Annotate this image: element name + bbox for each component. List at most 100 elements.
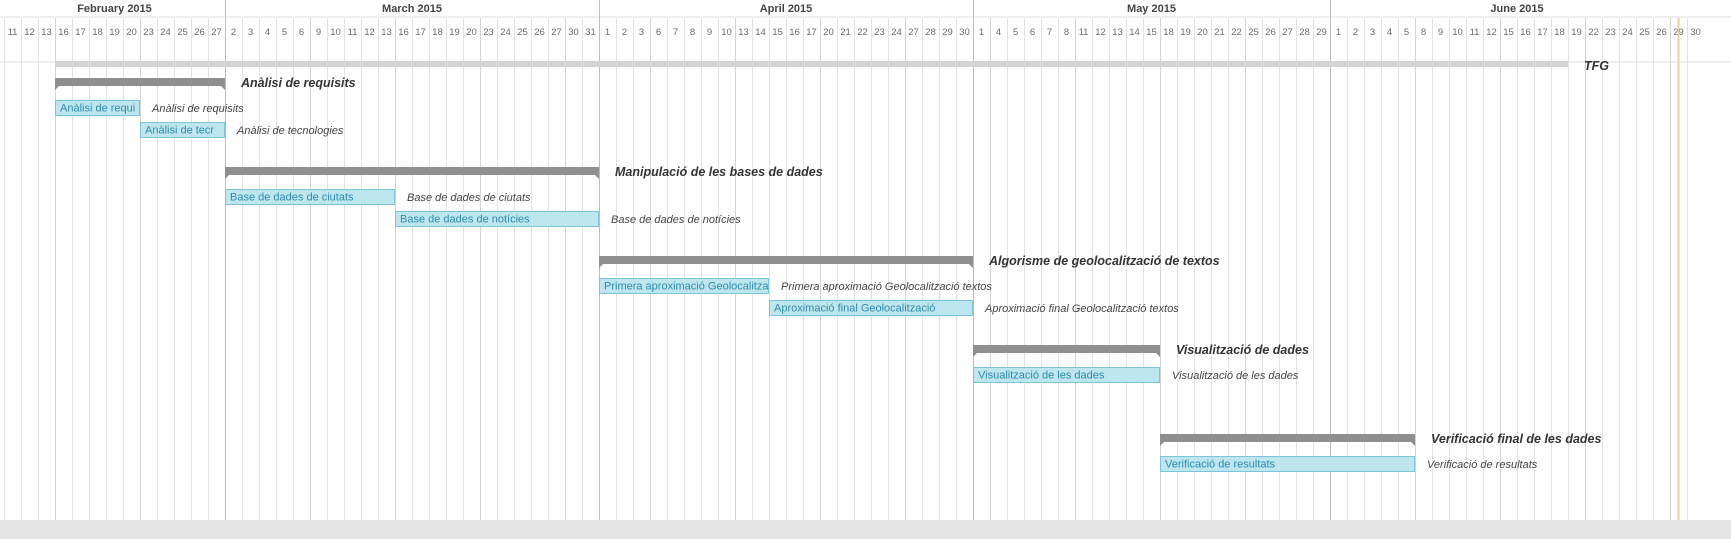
day-tick-label: 4 — [265, 27, 270, 38]
day-tick-label: 20 — [823, 27, 834, 38]
day-tick-label: 17 — [75, 27, 86, 38]
day-tick-label: 26 — [534, 27, 545, 38]
day-tick-label: 25 — [1639, 27, 1650, 38]
day-tick-label: 1 — [605, 27, 610, 38]
task-bar — [140, 122, 225, 138]
day-tick-label: 17 — [1537, 27, 1548, 38]
task-name-label: Anàlisi de tecnologies — [236, 125, 344, 137]
task-bar-label: Verificació de resultats — [1165, 459, 1276, 471]
task-bar — [225, 189, 395, 205]
day-tick-label: 23 — [1605, 27, 1616, 38]
day-tick-label: 2 — [622, 27, 627, 38]
day-tick-label: 2 — [231, 27, 236, 38]
day-tick-label: 16 — [398, 27, 409, 38]
day-tick-label: 14 — [755, 27, 766, 38]
day-tick-label: 17 — [806, 27, 817, 38]
day-tick-label: 19 — [1180, 27, 1191, 38]
day-tick-label: 24 — [891, 27, 902, 38]
day-tick-label: 4 — [996, 27, 1001, 38]
day-tick-label: 30 — [1690, 27, 1701, 38]
day-tick-label: 24 — [1622, 27, 1633, 38]
task-name-label: Base de dades de notícies — [611, 214, 741, 226]
day-tick-label: 11 — [1470, 27, 1480, 38]
task-name-label: Aproximació final Geolocalització textos — [984, 303, 1179, 315]
day-tick-label: 10 — [1452, 27, 1463, 38]
task-name-label: Verificació de resultats — [1427, 459, 1538, 471]
day-tick-label: 29 — [942, 27, 953, 38]
task-bar-label: Anàlisi de tecr — [145, 125, 214, 137]
task-bar-label: Primera aproximació Geolocalitza — [604, 281, 769, 293]
day-tick-label: 12 — [24, 27, 35, 38]
day-tick-label: 13 — [381, 27, 392, 38]
day-tick-label: 1 — [1336, 27, 1341, 38]
day-tick-label: 23 — [483, 27, 494, 38]
day-tick-label: 3 — [248, 27, 253, 38]
day-tick-label: 27 — [551, 27, 562, 38]
day-tick-label: 12 — [1095, 27, 1106, 38]
day-tick-label: 30 — [959, 27, 970, 38]
day-tick-label: 15 — [772, 27, 783, 38]
day-tick-label: 20 — [1197, 27, 1208, 38]
group-summary-bar — [1160, 434, 1415, 446]
day-tick-label: 24 — [500, 27, 511, 38]
day-tick-label: 5 — [282, 27, 287, 38]
day-tick-label: 2 — [1353, 27, 1358, 38]
day-tick-label: 27 — [1282, 27, 1293, 38]
day-tick-label: 25 — [1248, 27, 1259, 38]
month-label: February 2015 — [77, 3, 152, 15]
day-tick-label: 18 — [92, 27, 103, 38]
group-label: Manipulació de les bases de dades — [615, 165, 823, 179]
task-name-label: Visualització de les dades — [1172, 370, 1299, 382]
task-bar-label: Base de dades de notícies — [400, 214, 530, 226]
day-tick-label: 20 — [466, 27, 477, 38]
group-label: Verificació final de les dades — [1431, 432, 1601, 446]
day-tick-label: 11 — [1079, 27, 1089, 38]
task-bar — [55, 100, 140, 116]
day-tick-label: 6 — [1030, 27, 1035, 38]
day-tick-label: 12 — [1486, 27, 1497, 38]
day-tick-label: 11 — [348, 27, 358, 38]
task-bar-label: Visualització de les dades — [978, 370, 1105, 382]
day-tick-label: 18 — [432, 27, 443, 38]
day-tick-label: 30 — [568, 27, 579, 38]
day-tick-label: 20 — [126, 27, 137, 38]
month-label: April 2015 — [760, 3, 813, 15]
project-bar — [55, 61, 1568, 67]
day-tick-label: 5 — [1013, 27, 1018, 38]
day-tick-label: 13 — [1112, 27, 1123, 38]
day-tick-label: 21 — [1214, 27, 1225, 38]
day-tick-label: 27 — [908, 27, 919, 38]
day-tick-label: 10 — [721, 27, 732, 38]
task-name-label: Base de dades de ciutats — [407, 192, 531, 204]
day-tick-label: 11 — [8, 27, 18, 38]
month-label: June 2015 — [1490, 3, 1543, 15]
task-bar — [973, 367, 1160, 383]
task-bar — [1160, 456, 1415, 472]
day-tick-label: 23 — [874, 27, 885, 38]
day-tick-label: 25 — [517, 27, 528, 38]
day-tick-label: 6 — [299, 27, 304, 38]
day-tick-label: 7 — [1047, 27, 1052, 38]
day-tick-label: 16 — [58, 27, 69, 38]
day-tick-label: 13 — [41, 27, 52, 38]
day-tick-label: 28 — [1299, 27, 1310, 38]
day-tick-label: 17 — [415, 27, 426, 38]
task-name-label: Primera aproximació Geolocalització text… — [781, 281, 992, 293]
day-tick-label: 5 — [1404, 27, 1409, 38]
day-tick-label: 10 — [330, 27, 341, 38]
group-label: Visualització de dades — [1176, 343, 1309, 357]
day-tick-label: 16 — [789, 27, 800, 38]
task-bar — [395, 211, 599, 227]
group-label: Algorisme de geolocalització de textos — [988, 254, 1220, 268]
day-tick-label: 8 — [1064, 27, 1069, 38]
day-tick-label: 31 — [585, 27, 596, 38]
task-bar — [599, 278, 769, 294]
day-tick-label: 7 — [673, 27, 678, 38]
group-summary-bar — [599, 256, 973, 268]
day-tick-label: 1 — [979, 27, 984, 38]
day-tick-label: 4 — [1387, 27, 1392, 38]
day-tick-label: 26 — [194, 27, 205, 38]
task-bar-label: Anàlisi de requi — [60, 103, 135, 115]
